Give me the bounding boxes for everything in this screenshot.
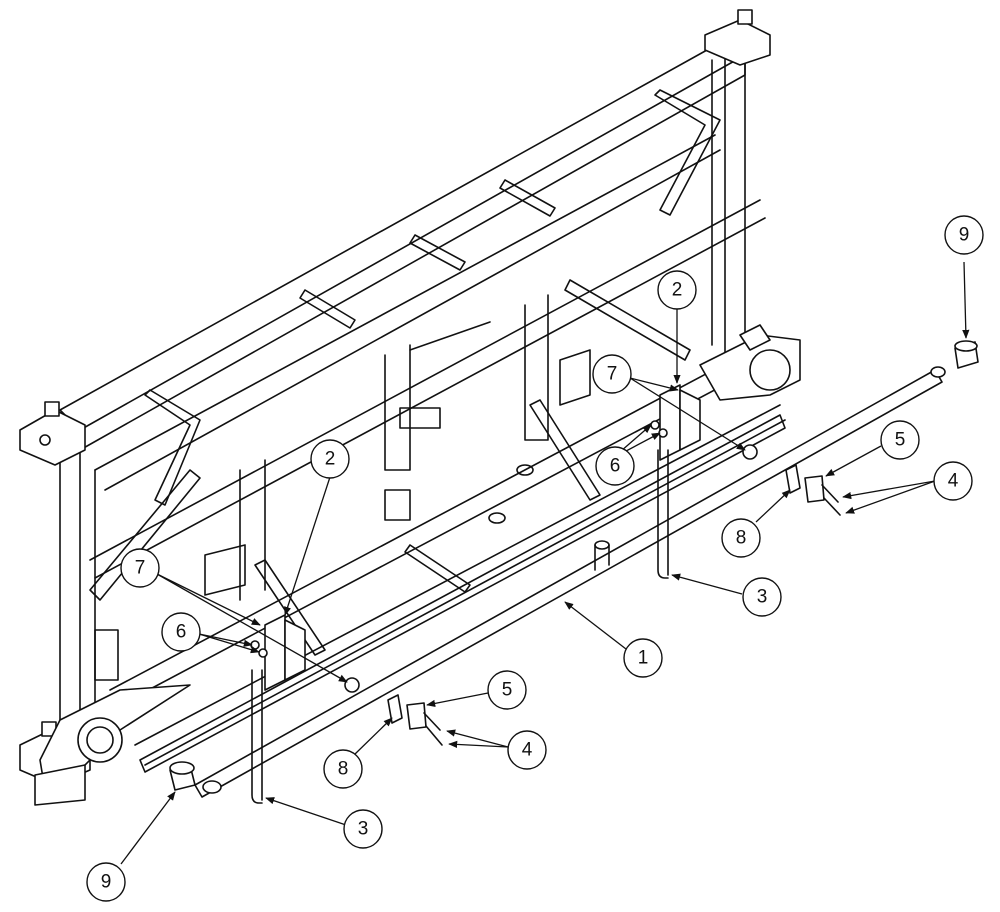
svg-text:5: 5 — [895, 430, 906, 451]
boom-frame — [59, 39, 786, 766]
callout-7-right: 7 — [592, 354, 632, 394]
svg-text:2: 2 — [325, 449, 336, 470]
callout-3-left: 3 — [343, 809, 383, 849]
svg-text:4: 4 — [522, 740, 533, 761]
svg-text:3: 3 — [757, 587, 768, 608]
callout-8-right: 8 — [721, 518, 761, 558]
svg-text:6: 6 — [176, 622, 187, 643]
svg-text:1: 1 — [638, 648, 649, 669]
svg-text:4: 4 — [948, 471, 959, 492]
callout-4-left: 4 — [507, 730, 547, 770]
cross-tube — [139, 366, 946, 798]
svg-text:7: 7 — [135, 558, 146, 579]
callout-5-right: 5 — [880, 420, 920, 460]
end-cap-left — [169, 761, 196, 791]
svg-text:9: 9 — [959, 225, 970, 246]
callout-6-right: 6 — [595, 446, 635, 486]
callout-6-left: 6 — [161, 612, 201, 652]
svg-text:8: 8 — [338, 759, 349, 780]
clamp-bracket-left — [250, 614, 360, 693]
hinge-left-upper — [19, 401, 86, 466]
callout-3-right: 3 — [742, 577, 782, 617]
callout-4-right: 4 — [933, 461, 973, 501]
callout-8-left: 8 — [323, 749, 363, 789]
svg-text:6: 6 — [610, 456, 621, 477]
callout-9-right: 9 — [944, 215, 984, 255]
callout-1: 1 — [623, 638, 663, 678]
svg-text:5: 5 — [502, 680, 513, 701]
pivot-arm-left — [34, 684, 191, 806]
end-cap-right — [954, 340, 979, 369]
u-bolt-right — [657, 449, 669, 579]
svg-text:8: 8 — [736, 528, 747, 549]
hose-clamp-left — [387, 694, 443, 746]
svg-text:3: 3 — [358, 819, 369, 840]
leader-lines — [120, 261, 970, 865]
callout-2-right: 2 — [657, 270, 697, 310]
svg-text:2: 2 — [672, 280, 683, 301]
hose-clamp-right — [785, 464, 841, 516]
callout-7-left: 7 — [120, 548, 160, 588]
hinge-top-right — [704, 9, 771, 66]
callout-5-left: 5 — [487, 670, 527, 710]
pivot-arm-right — [699, 324, 801, 401]
callout-2-left: 2 — [310, 439, 350, 479]
callout-9-left: 9 — [86, 862, 126, 902]
svg-text:9: 9 — [101, 872, 112, 893]
u-bolt-left — [251, 669, 263, 804]
svg-text:7: 7 — [607, 364, 618, 385]
